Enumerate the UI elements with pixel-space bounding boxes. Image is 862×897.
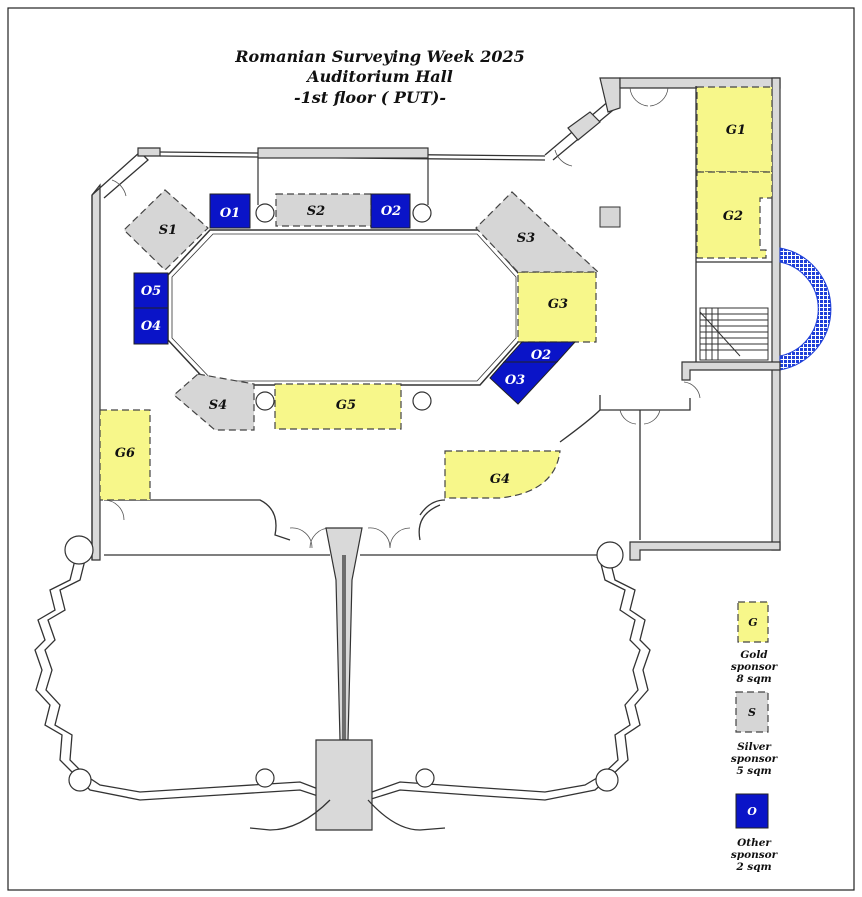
building-walls — [34, 77, 832, 831]
legend-silver-line1: Silver — [737, 741, 772, 753]
staircase — [699, 307, 769, 361]
booth-label-G1: G1 — [726, 123, 746, 138]
booth-G6[interactable]: G6 — [99, 409, 151, 501]
booth-label-G6: G6 — [115, 446, 135, 461]
booth-O2-top[interactable]: O2 — [370, 193, 411, 229]
booth-S4[interactable]: S4 — [173, 373, 255, 431]
booth-label-S4: S4 — [209, 398, 227, 413]
booth-O5[interactable]: O5 — [133, 272, 169, 309]
legend-other-line1: Other — [737, 837, 772, 849]
central-hall-table — [167, 229, 521, 386]
booth-label-O2-top: O2 — [381, 204, 401, 219]
booth-label-O5: O5 — [141, 284, 161, 299]
title-line-1: Romanian Surveying Week 2025 — [234, 47, 525, 66]
legend-silver-line3: 5 sqm — [736, 765, 771, 777]
booth-S2[interactable]: S2 — [275, 193, 372, 227]
booth-label-O3: O3 — [505, 373, 525, 388]
booth-G2[interactable]: G2 — [696, 171, 773, 259]
title-line-3: -1st floor ( PUT)- — [294, 88, 446, 107]
booth-O1[interactable]: O1 — [209, 193, 251, 229]
booth-S1[interactable]: S1 — [123, 189, 209, 271]
booth-G5[interactable]: G5 — [274, 383, 402, 430]
legend-silver-code: S — [748, 706, 756, 719]
booth-O4[interactable]: O4 — [133, 307, 169, 345]
plan-title: Romanian Surveying Week 2025 Auditorium … — [234, 47, 525, 107]
booth-G3[interactable]: G3 — [517, 271, 597, 343]
booth-label-G2: G2 — [723, 209, 743, 224]
booth-label-O4: O4 — [141, 319, 161, 334]
booth-label-O2-right: O2 — [531, 348, 551, 363]
booth-S3[interactable]: S3 — [475, 191, 600, 273]
legend-other: O Other sponsor 2 sqm — [731, 793, 779, 873]
booth-label-G5: G5 — [336, 398, 356, 413]
booth-label-O1: O1 — [220, 206, 240, 221]
legend-other-line2: sponsor — [731, 849, 779, 861]
legend-gold-code: G — [748, 616, 757, 629]
legend-gold-line3: 8 sqm — [736, 673, 771, 685]
legend-gold-line2: sponsor — [731, 661, 779, 673]
legend: G Gold sponsor 8 sqm S Silver sponsor 5 … — [731, 601, 779, 873]
booth-G4[interactable]: G4 — [444, 450, 561, 499]
booth-G1[interactable]: G1 — [696, 86, 773, 173]
legend-gold-line1: Gold — [740, 649, 768, 661]
booth-label-S2: S2 — [307, 204, 325, 219]
booth-label-S3: S3 — [517, 231, 535, 246]
title-line-2: Auditorium Hall — [305, 67, 453, 86]
booth-O3[interactable]: O3 — [489, 361, 559, 405]
booth-label-G4: G4 — [490, 472, 510, 487]
legend-gold: G Gold sponsor 8 sqm — [731, 601, 779, 685]
legend-other-line3: 2 sqm — [735, 861, 771, 873]
legend-silver-line2: sponsor — [731, 753, 779, 765]
legend-other-code: O — [747, 805, 757, 818]
booth-label-G3: G3 — [548, 297, 568, 312]
legend-silver: S Silver sponsor 5 sqm — [731, 691, 779, 777]
booth-label-S1: S1 — [159, 223, 177, 238]
